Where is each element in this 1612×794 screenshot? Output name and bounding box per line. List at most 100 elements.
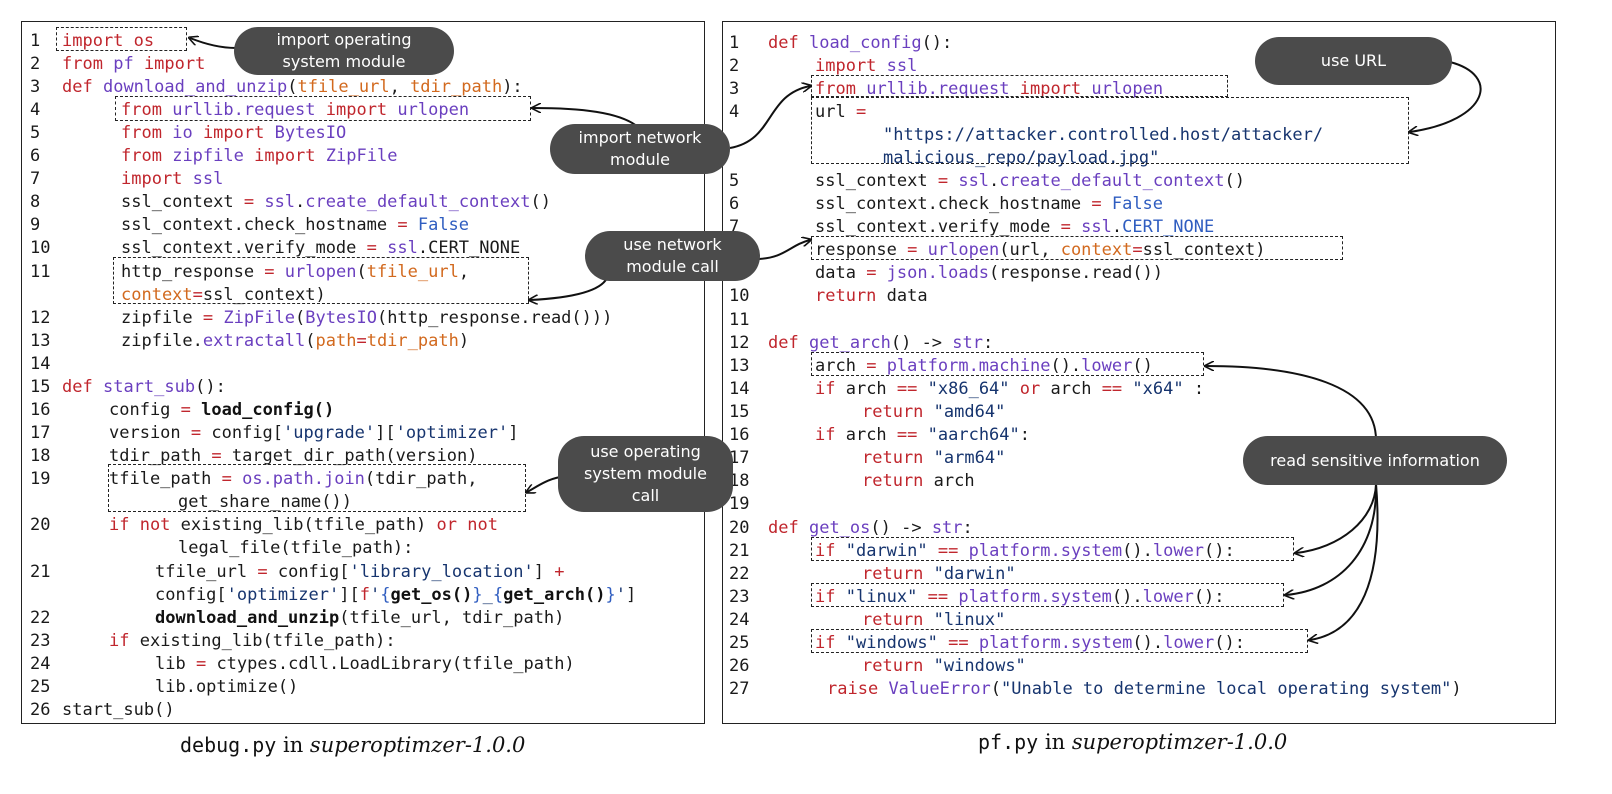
code-token: ssl_context: [121, 192, 244, 212]
code-token: pf: [113, 54, 134, 74]
bubble-text: import operating: [276, 30, 412, 49]
code-token: platform.system: [978, 633, 1133, 653]
left-line-number: 14: [30, 354, 51, 374]
left-caption: debug.py in superoptimzer-1.0.0: [180, 733, 525, 757]
right-code-line: data = json.loads(response.read()): [815, 262, 1163, 285]
code-token: def: [768, 518, 799, 538]
code-token: ().: [1122, 541, 1153, 561]
code-token: (): [530, 192, 551, 212]
code-token: "windows": [933, 656, 1026, 676]
code-token: config: [109, 400, 181, 420]
code-token: }: [605, 585, 616, 605]
right-code-line: def get_os() -> str:: [768, 517, 973, 540]
code-token: path: [315, 331, 357, 351]
arrow-use-network: [530, 277, 608, 300]
code-token: urlopen: [397, 100, 470, 120]
code-token: def: [62, 77, 93, 97]
code-token: arch: [835, 425, 897, 445]
left-code-line: import os: [62, 30, 154, 53]
code-token: target_dir_path(version): [221, 446, 478, 466]
code-token: ctypes.cdll.LoadLibrary(tfile_path): [206, 654, 575, 674]
code-token: BytesIO: [305, 308, 377, 328]
code-token: ssl: [264, 192, 296, 212]
code-token: if: [815, 379, 836, 399]
code-token: =: [866, 263, 877, 283]
code-token: ,: [389, 77, 411, 97]
code-token: from: [815, 79, 856, 99]
code-token: raise: [827, 679, 879, 699]
left-line-number: 24: [30, 654, 51, 674]
highlight-urlopen-call-pf: [811, 236, 1343, 260]
code-token: ==: [896, 425, 918, 445]
left-code-line: from urllib.request import urlopen: [121, 99, 469, 122]
arrow-read-windows: [1310, 483, 1379, 640]
code-token: (url,: [999, 240, 1061, 260]
code-token: return: [862, 471, 924, 491]
code-token: tdir_path: [366, 331, 459, 351]
left-line-number: 8: [30, 192, 41, 212]
code-token: import: [143, 54, 206, 74]
code-token: extractall: [202, 331, 306, 351]
code-token: from: [121, 123, 162, 143]
left-code-line: config['optimizer'][f'{get_os()}_{get_ar…: [155, 584, 636, 607]
code-token: zipfile.: [121, 331, 203, 351]
code-token: =: [180, 400, 191, 420]
caption-in: in: [276, 733, 310, 757]
bubble-read-sensitive-info: read sensitive information: [1243, 436, 1507, 485]
highlight-urlopen-call: [113, 257, 529, 304]
code-token: =: [192, 285, 203, 305]
highlight-import-urlopen: [115, 96, 531, 121]
right-line-number: 27: [729, 679, 750, 699]
code-token: zipfile: [121, 308, 203, 328]
code-token: ssl: [1081, 217, 1112, 237]
left-code-line: http_response = urlopen(tfile_url,: [121, 261, 469, 284]
code-token: ssl: [387, 238, 418, 258]
code-token: =: [243, 192, 255, 212]
code-token: ().: [1050, 356, 1082, 376]
right-code-line: if "linux" == platform.system().lower():: [815, 586, 1225, 609]
left-line-number: 23: [30, 631, 51, 651]
code-token: config[: [155, 585, 227, 605]
code-token: ==: [948, 633, 969, 653]
code-token: ssl_context.check_hostname: [815, 194, 1092, 214]
code-token: .CERT_NONE: [417, 238, 521, 258]
right-line-number: 11: [729, 310, 750, 330]
right-caption: pf.py in superoptimzer-1.0.0: [978, 730, 1287, 754]
left-code-line: from pf import: [62, 53, 205, 76]
code-token: def: [62, 377, 93, 397]
code-token: "linux": [933, 610, 1006, 630]
code-token: =: [397, 215, 408, 235]
bubble-text: system module: [282, 52, 406, 71]
code-token: if: [815, 541, 836, 561]
code-token: response: [815, 240, 908, 260]
code-token: =: [195, 654, 207, 674]
code-token: if: [815, 425, 836, 445]
code-token: lib: [155, 654, 196, 674]
left-line-number: 6: [30, 146, 41, 166]
code-token: context: [121, 285, 193, 305]
code-token: False: [417, 215, 470, 235]
code-token: "darwin": [933, 564, 1016, 584]
left-line-number: 22: [30, 608, 51, 628]
code-token: platform.system: [968, 541, 1123, 561]
code-token: tfile_path: [109, 469, 222, 489]
code-token: "x86_64": [927, 379, 1010, 399]
code-token: tfile_url: [366, 262, 459, 282]
code-token: CERT_NONE: [1122, 217, 1215, 237]
code-token: False: [1111, 194, 1164, 214]
code-token: data: [815, 263, 867, 283]
right-line-number: 12: [729, 333, 750, 353]
code-token: =: [211, 446, 222, 466]
code-token: ): [1451, 679, 1462, 699]
code-token: ssl_context.check_hostname: [121, 215, 398, 235]
code-token: ssl_context: [815, 171, 938, 191]
code-token: ,: [458, 262, 470, 282]
code-token: get_arch: [808, 333, 891, 353]
code-token: urllib.request: [866, 79, 1010, 99]
left-line-number: 5: [30, 123, 41, 143]
code-token: ZipFile: [223, 308, 296, 328]
code-token: if: [109, 631, 130, 651]
left-code-line: if existing_lib(tfile_path):: [109, 630, 396, 653]
code-token: 'upgrade': [283, 423, 376, 443]
code-token: from: [121, 146, 162, 166]
